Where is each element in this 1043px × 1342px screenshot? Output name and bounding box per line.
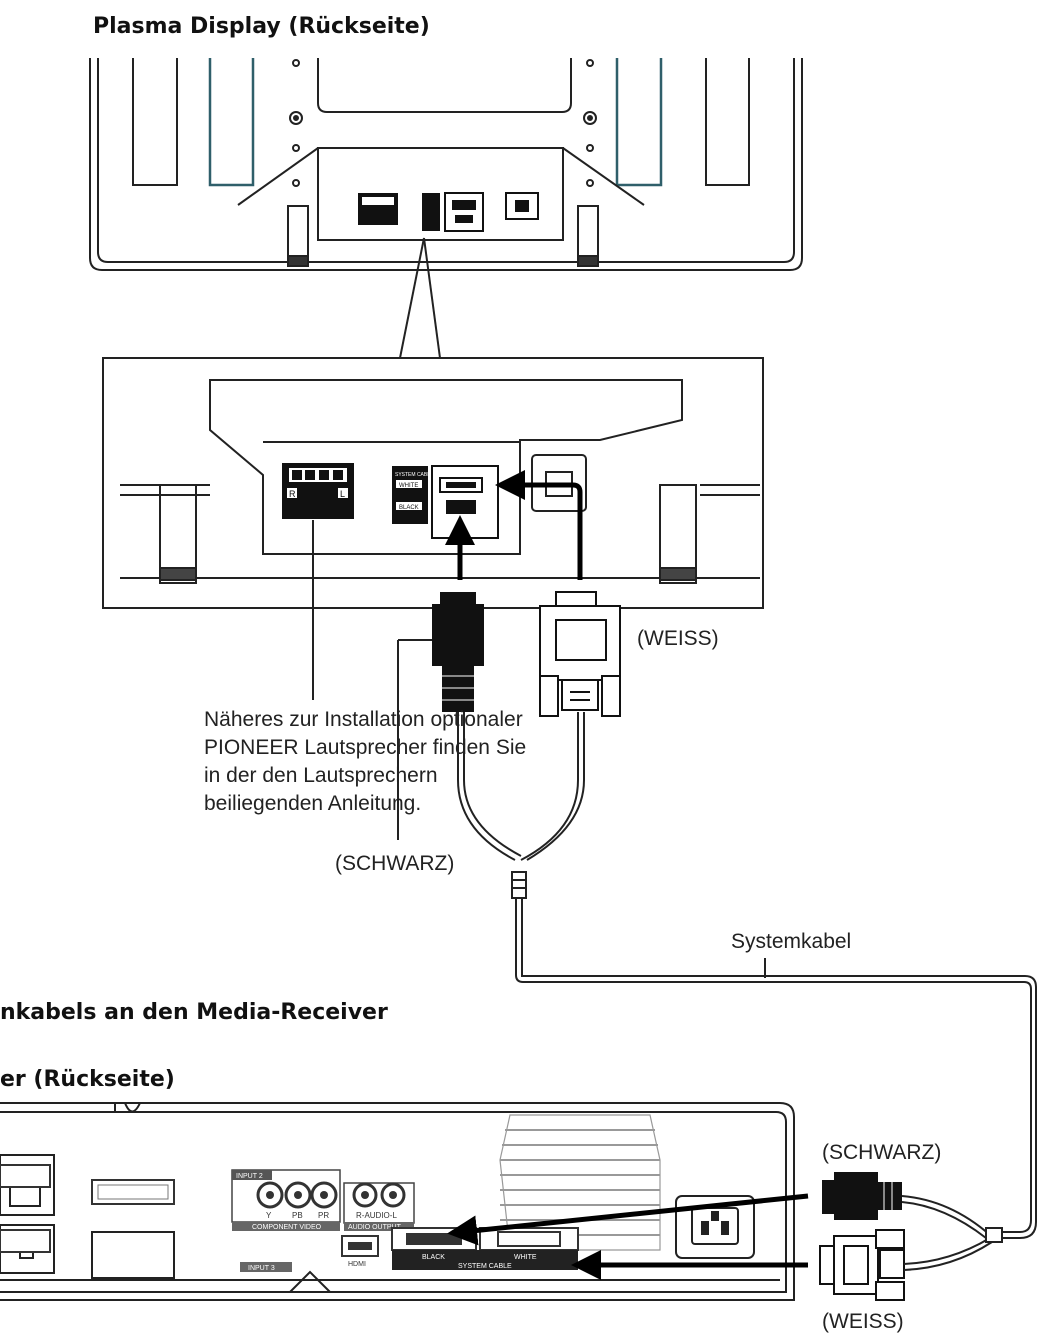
system-cable-line — [312, 520, 1037, 1239]
component-video-label: COMPONENT VIDEO — [252, 1224, 322, 1231]
note-line-2: PIONEER Lautsprecher finden Sie — [204, 736, 527, 759]
receiver-white-label: WHITE — [514, 1254, 537, 1261]
mounting-holes — [289, 59, 597, 187]
receiver-rear-heading: er (Rückseite) — [0, 1067, 175, 1092]
socket-white-label: WHITE — [399, 483, 418, 489]
small-terminal-block — [358, 192, 539, 232]
black-connector-bottom — [822, 1172, 902, 1220]
note-line-4: beiliegenden Anleitung. — [204, 792, 422, 815]
insert-arrows-bottom — [447, 1193, 809, 1280]
audio-output-label: AUDIO OUTPUT — [348, 1224, 402, 1231]
speaker-terminal-block: R L — [282, 463, 354, 519]
jack-pr-label: PR — [318, 1211, 329, 1220]
speaker-installation-note: Näheres zur Installation optionaler PION… — [204, 706, 526, 818]
socket-black-label: BLACK — [399, 505, 419, 511]
r-audio-l-label: R-AUDIO-L — [356, 1211, 397, 1220]
jack-y-label: Y — [266, 1211, 272, 1220]
input3-label: INPUT 3 — [248, 1265, 275, 1272]
input2-label: INPUT 2 — [236, 1173, 263, 1180]
zoom-callout-lines — [399, 237, 441, 359]
schwarz-label-bottom: (SCHWARZ) — [822, 1141, 942, 1164]
hdmi-port: INPUT 3 HDMI — [240, 1235, 379, 1272]
white-connector-top — [539, 591, 621, 717]
system-cable-label: Systemkabel — [731, 930, 852, 953]
schwarz-label-top: (SCHWARZ) — [335, 852, 455, 875]
hdmi-label: HDMI — [348, 1261, 366, 1268]
receiver-system-cable-label: SYSTEM CABLE — [458, 1263, 512, 1270]
component-video-jacks: INPUT 2 Y PB PR COMPONENT VIDEO — [231, 1169, 341, 1231]
plasma-display-rear — [89, 58, 803, 271]
white-connector-bottom — [819, 1229, 905, 1301]
terminal-r-label: R — [289, 489, 296, 499]
note-line-3: in der den Lautsprechern — [204, 764, 438, 787]
note-line-1: Näheres zur Installation optionaler — [204, 708, 523, 731]
connect-receiver-heading: nkabels an den Media-Receiver — [0, 1000, 388, 1025]
audio-output-jacks: R-AUDIO-L AUDIO OUTPUT — [343, 1182, 415, 1231]
display-rear-heading: Plasma Display (Rückseite) — [93, 14, 430, 39]
insert-arrows-top — [445, 470, 583, 580]
receiver-system-cable-sockets: BLACK WHITE SYSTEM CABLE — [391, 1227, 579, 1270]
media-receiver-rear — [0, 1102, 795, 1301]
scart-connectors — [0, 1164, 175, 1253]
receiver-black-label: BLACK — [422, 1254, 445, 1261]
weiss-label-top: (WEISS) — [637, 627, 719, 650]
jack-pb-label: PB — [292, 1211, 303, 1220]
black-connector-top — [432, 592, 484, 712]
weiss-label-bottom: (WEISS) — [822, 1310, 904, 1333]
system-cable-sockets: SYSTEM CABLE WHITE BLACK — [392, 465, 499, 539]
socket-system-cable-label: SYSTEM CABLE — [395, 472, 434, 478]
terminal-l-label: L — [340, 489, 345, 499]
bottom-cable-split — [901, 1195, 1003, 1271]
zoomed-terminal-panel — [102, 357, 764, 609]
